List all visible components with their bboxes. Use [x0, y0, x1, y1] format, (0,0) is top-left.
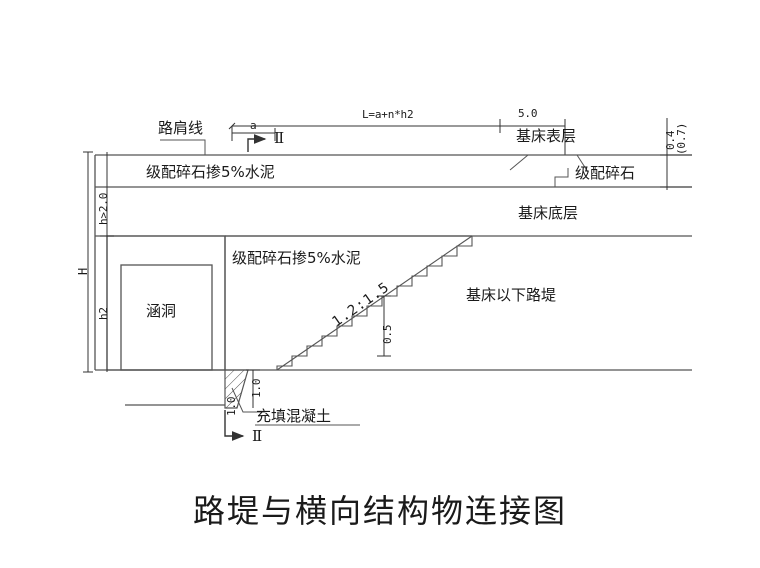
dimension-a: a [250, 119, 257, 132]
dimension-length-formula: L=a+n*h2 [362, 108, 414, 121]
dimension-lower-height: h2 [97, 307, 110, 320]
label-subgrade-surface-layer: 基床表层 [516, 127, 577, 145]
dimension-upper-height: h>2.0 [97, 192, 110, 225]
dimension-concrete-height: 1.0 [250, 378, 263, 398]
label-graded-gravel-cement-mid: 级配碎石掺5%水泥 [232, 249, 361, 267]
filled-concrete-wedge [224, 369, 249, 409]
label-graded-gravel-cement-top: 级配碎石掺5%水泥 [146, 163, 275, 181]
dimension-total-height: H [76, 267, 90, 275]
dimension-step-height: 0.5 [381, 324, 394, 344]
label-graded-gravel: 级配碎石 [575, 164, 636, 182]
section-marker-bottom [224, 410, 245, 441]
label-embankment-below-subgrade: 基床以下路堤 [466, 286, 557, 304]
dimension-concrete-width: 1.0 [225, 396, 238, 416]
page-title: 路堤与横向结构物连接图 [192, 492, 567, 530]
dimension-lines [83, 118, 692, 408]
section-marker-top [247, 134, 267, 152]
label-subgrade-bottom-layer: 基床底层 [518, 204, 579, 222]
label-culvert: 涵洞 [146, 302, 177, 320]
dimension-surface-thickness-alt: (0.7) [675, 122, 688, 155]
stepped-slope [276, 235, 473, 371]
section-marker-bottom-label: Ⅱ [252, 427, 263, 445]
dimension-top-width: 5.0 [518, 107, 538, 120]
leader-lines [160, 139, 589, 426]
label-shoulder-line: 路肩线 [158, 119, 204, 137]
label-filled-concrete: 充填混凝土 [256, 407, 332, 425]
section-marker-top-label: Ⅱ [274, 129, 285, 147]
